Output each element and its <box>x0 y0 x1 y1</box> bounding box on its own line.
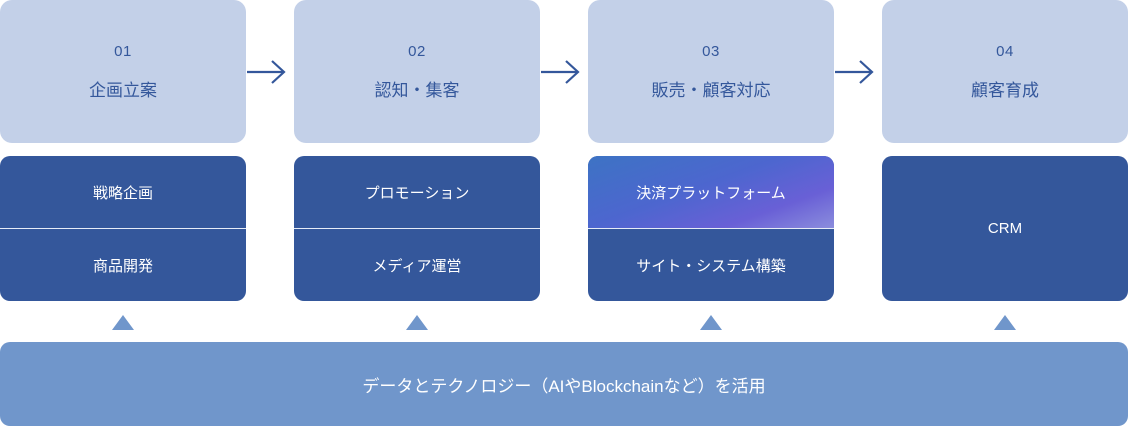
triangle-up-icon <box>700 315 722 330</box>
stage-number: 02 <box>408 42 426 60</box>
stage-number: 04 <box>996 42 1014 60</box>
stage-number: 03 <box>702 42 720 60</box>
service-item-highlighted: 決済プラットフォーム <box>588 156 834 228</box>
service-item: CRM <box>987 220 1023 237</box>
foundation-bar: データとテクノロジー（AIやBlockchainなど）を活用 <box>0 342 1128 426</box>
arrow-right-icon <box>541 60 580 84</box>
stage-card-04: 04 顧客育成 <box>882 0 1128 143</box>
service-card-04: CRM <box>882 156 1128 301</box>
service-item: プロモーション <box>364 184 470 202</box>
arrow-right-icon <box>247 60 286 84</box>
triangle-up-icon <box>994 315 1016 330</box>
stage-title: 顧客育成 <box>971 80 1039 100</box>
stage-card-03: 03 販売・顧客対応 <box>588 0 834 143</box>
service-item: サイト・システム構築 <box>588 228 834 301</box>
arrow-right-icon <box>835 60 874 84</box>
service-card-03: 決済プラットフォーム サイト・システム構築 <box>588 156 834 301</box>
service-item: 商品開発 <box>0 228 246 301</box>
service-item: メディア運営 <box>294 228 540 301</box>
stage-title: 販売・顧客対応 <box>651 80 771 100</box>
stage-title: 企画立案 <box>89 80 157 100</box>
stage-title: 認知・集客 <box>374 80 460 100</box>
triangle-up-icon <box>406 315 428 330</box>
stage-number: 01 <box>114 42 132 60</box>
service-item: 戦略企画 <box>92 184 153 202</box>
service-card-01: 戦略企画 商品開発 <box>0 156 246 301</box>
triangle-up-icon <box>112 315 134 330</box>
stage-card-02: 02 認知・集客 <box>294 0 540 143</box>
stage-card-01: 01 企画立案 <box>0 0 246 143</box>
service-card-02: プロモーション メディア運営 <box>294 156 540 301</box>
foundation-label: データとテクノロジー（AIやBlockchainなど）を活用 <box>362 376 766 396</box>
